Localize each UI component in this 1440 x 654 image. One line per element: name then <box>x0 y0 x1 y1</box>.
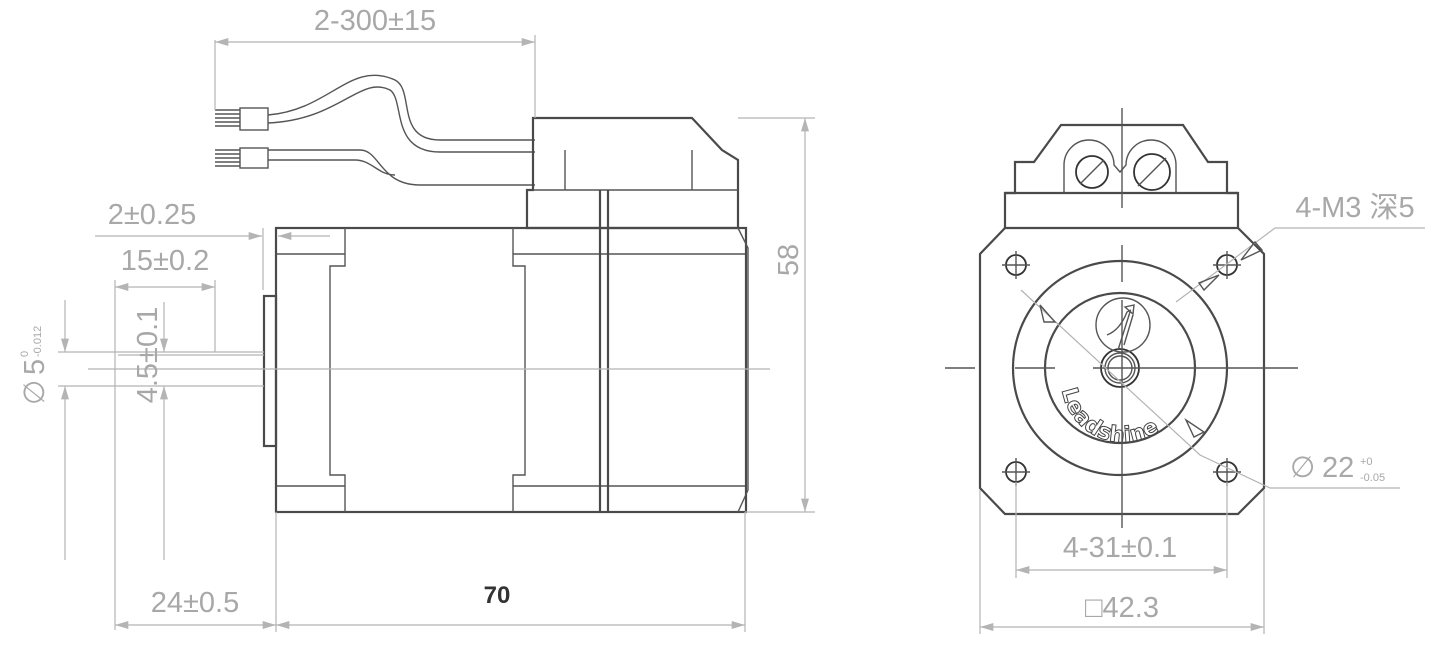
shaft-diameter-label: ∅ 5 0 -0.012 <box>19 326 51 405</box>
logo-mark <box>1095 297 1151 353</box>
diameter-symbol: ∅ <box>19 380 51 405</box>
flat-length-label: 15±0.2 <box>121 245 210 277</box>
diameter-value: 5 <box>19 359 51 375</box>
dimension-lines <box>979 227 1425 634</box>
diameter-value: 22 <box>1322 452 1354 484</box>
hole-icon <box>1213 251 1241 279</box>
diameter-lower-tol: -0.012 <box>32 326 44 357</box>
pilot-diameter-label: ∅ 22 +0 -0.05 <box>1290 452 1385 484</box>
diameter-upper-tol: +0 <box>1360 456 1373 468</box>
mounting-holes-label: 4-M3 深5 <box>1295 192 1414 224</box>
diameter-symbol: ∅ <box>1290 452 1315 484</box>
hole-spacing-label: 4-31±0.1 <box>1063 532 1177 564</box>
hole-icon <box>1002 458 1030 486</box>
side-view: 2-300±15 58 70 24±0.5 2±0.25 15±0.2 ∅ 5 … <box>19 5 815 632</box>
cable-wires <box>215 74 535 186</box>
diameter-lower-tol: -0.05 <box>1360 472 1385 484</box>
cable-length-label: 2-300±15 <box>314 5 436 37</box>
shaft-length-label: 24±0.5 <box>151 587 240 619</box>
flange-size-label: □42.3 <box>1085 592 1159 624</box>
terminal-screw-icon <box>1133 153 1171 191</box>
height-label: 58 <box>773 244 805 276</box>
motor-body <box>262 190 749 514</box>
front-view: Leadshine 4-M3 深5 ∅ 22 +0 -0.05 <box>945 108 1425 634</box>
center-lines <box>945 108 1298 528</box>
dimension-lines <box>58 35 815 632</box>
flat-depth-label: 4.5±0.1 <box>132 307 164 404</box>
flange-square <box>978 226 1266 516</box>
diameter-upper-tol: 0 <box>19 351 31 357</box>
terminal-screw-icon <box>1075 155 1109 189</box>
hole-icon <box>1002 251 1030 279</box>
logo-text: Leadshine <box>1056 385 1163 449</box>
connector-housing <box>525 116 740 230</box>
flange-step-label: 2±0.25 <box>108 199 197 231</box>
body-length-label: 70 <box>484 582 511 609</box>
